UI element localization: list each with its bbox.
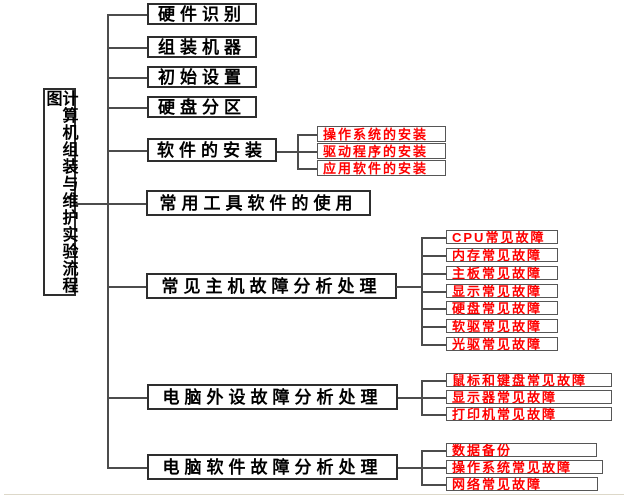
connector-branch	[297, 168, 317, 170]
connector-branch	[421, 308, 446, 310]
connector-branch	[107, 47, 147, 49]
connector-branch	[297, 134, 317, 136]
connector-branch	[107, 397, 147, 399]
connector-branch	[297, 151, 317, 153]
leaf-monitor-fault: 显示器常见故障	[446, 390, 612, 404]
node-initial-setup: 初始设置	[147, 66, 257, 88]
leaf-mouse-keyboard-fault: 鼠标和键盘常见故障	[446, 373, 612, 387]
node-software-installation: 软件的安装	[147, 138, 277, 162]
leaf-motherboard-fault: 主板常见故障	[446, 266, 558, 280]
root-node: 计算机组装与维护实验流程图	[43, 88, 77, 296]
connector-branch	[398, 397, 422, 399]
connector-branch	[107, 14, 147, 16]
connector-branch	[421, 380, 446, 382]
connector-branch	[421, 326, 446, 328]
leaf-app-installation: 应用软件的安装	[317, 160, 446, 176]
leaf-memory-fault: 内存常见故障	[446, 248, 558, 262]
leaf-harddisk-fault: 硬盘常见故障	[446, 301, 558, 315]
node-hardware-recognition: 硬件识别	[147, 3, 257, 25]
node-peripheral-fault-analysis: 电脑外设故障分析处理	[147, 384, 398, 410]
leaf-network-fault: 网络常见故障	[446, 477, 598, 491]
connector-branch	[421, 273, 446, 275]
connector-branch	[107, 286, 147, 288]
connector-branch	[421, 291, 446, 293]
node-software-fault-analysis: 电脑软件故障分析处理	[147, 454, 398, 480]
node-disk-partition: 硬盘分区	[147, 96, 257, 118]
leaf-os-fault: 操作系统常见故障	[446, 460, 603, 474]
connector-branch	[107, 77, 147, 79]
connector-branch	[107, 150, 147, 152]
leaf-optical-fault: 光驱常见故障	[446, 337, 558, 351]
connector-branch	[107, 467, 147, 469]
connector-branch	[421, 344, 446, 346]
connector-trunk	[107, 14, 109, 467]
connector-branch	[421, 484, 446, 486]
connector-root	[76, 203, 147, 205]
connector-branch	[421, 397, 446, 399]
connector-branch	[421, 450, 446, 452]
node-host-fault-analysis: 常见主机故障分析处理	[146, 273, 397, 299]
leaf-data-backup: 数据备份	[446, 443, 597, 457]
connector-branch	[421, 414, 446, 416]
connector-branch	[277, 151, 298, 153]
connector-branch	[421, 255, 446, 257]
connector-branch	[421, 237, 446, 239]
node-assemble-machine: 组装机器	[147, 36, 257, 58]
leaf-driver-installation: 驱动程序的安装	[317, 143, 446, 159]
leaf-os-installation: 操作系统的安装	[317, 126, 446, 142]
connector-branch	[398, 467, 422, 469]
leaf-cpu-fault: CPU常见故障	[446, 230, 558, 244]
connector-branch	[107, 107, 147, 109]
connector-branch	[396, 286, 422, 288]
page-bottom-divider	[4, 494, 624, 495]
connector-branch	[421, 467, 446, 469]
leaf-printer-fault: 打印机常见故障	[446, 407, 612, 421]
leaf-display-fault: 显示常见故障	[446, 284, 558, 298]
node-common-tools-usage: 常用工具软件的使用	[146, 190, 371, 216]
leaf-floppy-fault: 软驱常见故障	[446, 319, 558, 333]
